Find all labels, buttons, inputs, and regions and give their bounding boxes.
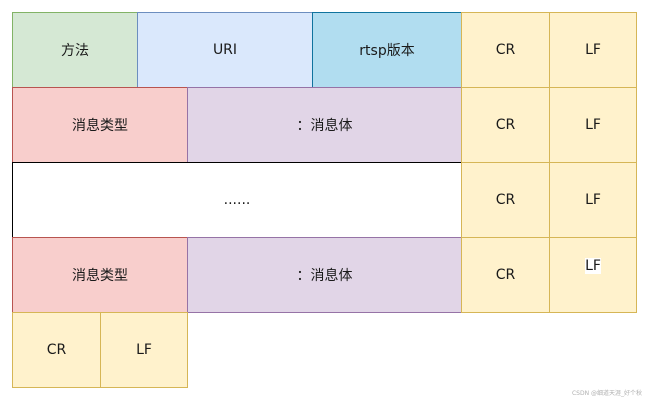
lf-label: LF	[585, 192, 601, 208]
cr-label: CR	[46, 342, 67, 358]
cr-cell: CR	[461, 237, 550, 313]
method-cell: 方法	[12, 12, 138, 88]
lf-label: LF	[585, 42, 601, 58]
header-body-label: ：消息体	[296, 268, 353, 284]
header-type-cell: 消息类型	[12, 237, 188, 313]
uri-label: URI	[212, 42, 238, 58]
ellipsis-cell: ......	[12, 162, 462, 238]
rtsp-version-cell: rtsp版本	[312, 12, 462, 88]
header-body-cell: ：消息体	[187, 87, 462, 163]
lf-label: LF	[136, 342, 152, 358]
lf-cell: LF	[549, 12, 637, 88]
lf-cell: LF	[549, 237, 637, 313]
method-label: 方法	[61, 43, 89, 59]
watermark: CSDN @细道天涯_好个秋	[571, 390, 642, 397]
ellipsis-label: ......	[223, 192, 251, 208]
cr-label: CR	[495, 192, 516, 208]
rtsp-version-label: rtsp版本	[359, 43, 415, 59]
cr-cell: CR	[461, 12, 550, 88]
cr-label: CR	[495, 267, 516, 283]
cr-cell: CR	[12, 312, 101, 388]
cr-label: CR	[495, 42, 516, 58]
header-type-label: 消息类型	[72, 268, 128, 284]
cr-cell: CR	[461, 87, 550, 163]
cr-label: CR	[495, 117, 516, 133]
lf-cell: LF	[549, 87, 637, 163]
lf-cell: LF	[549, 162, 637, 238]
uri-cell: URI	[137, 12, 313, 88]
lf-label: LF	[585, 117, 601, 133]
header-type-cell: 消息类型	[12, 87, 188, 163]
lf-cell: LF	[100, 312, 188, 388]
header-body-label: ：消息体	[296, 118, 353, 134]
cr-cell: CR	[461, 162, 550, 238]
lf-label: LF	[585, 258, 601, 274]
header-body-cell: ：消息体	[187, 237, 462, 313]
header-type-label: 消息类型	[72, 118, 128, 134]
